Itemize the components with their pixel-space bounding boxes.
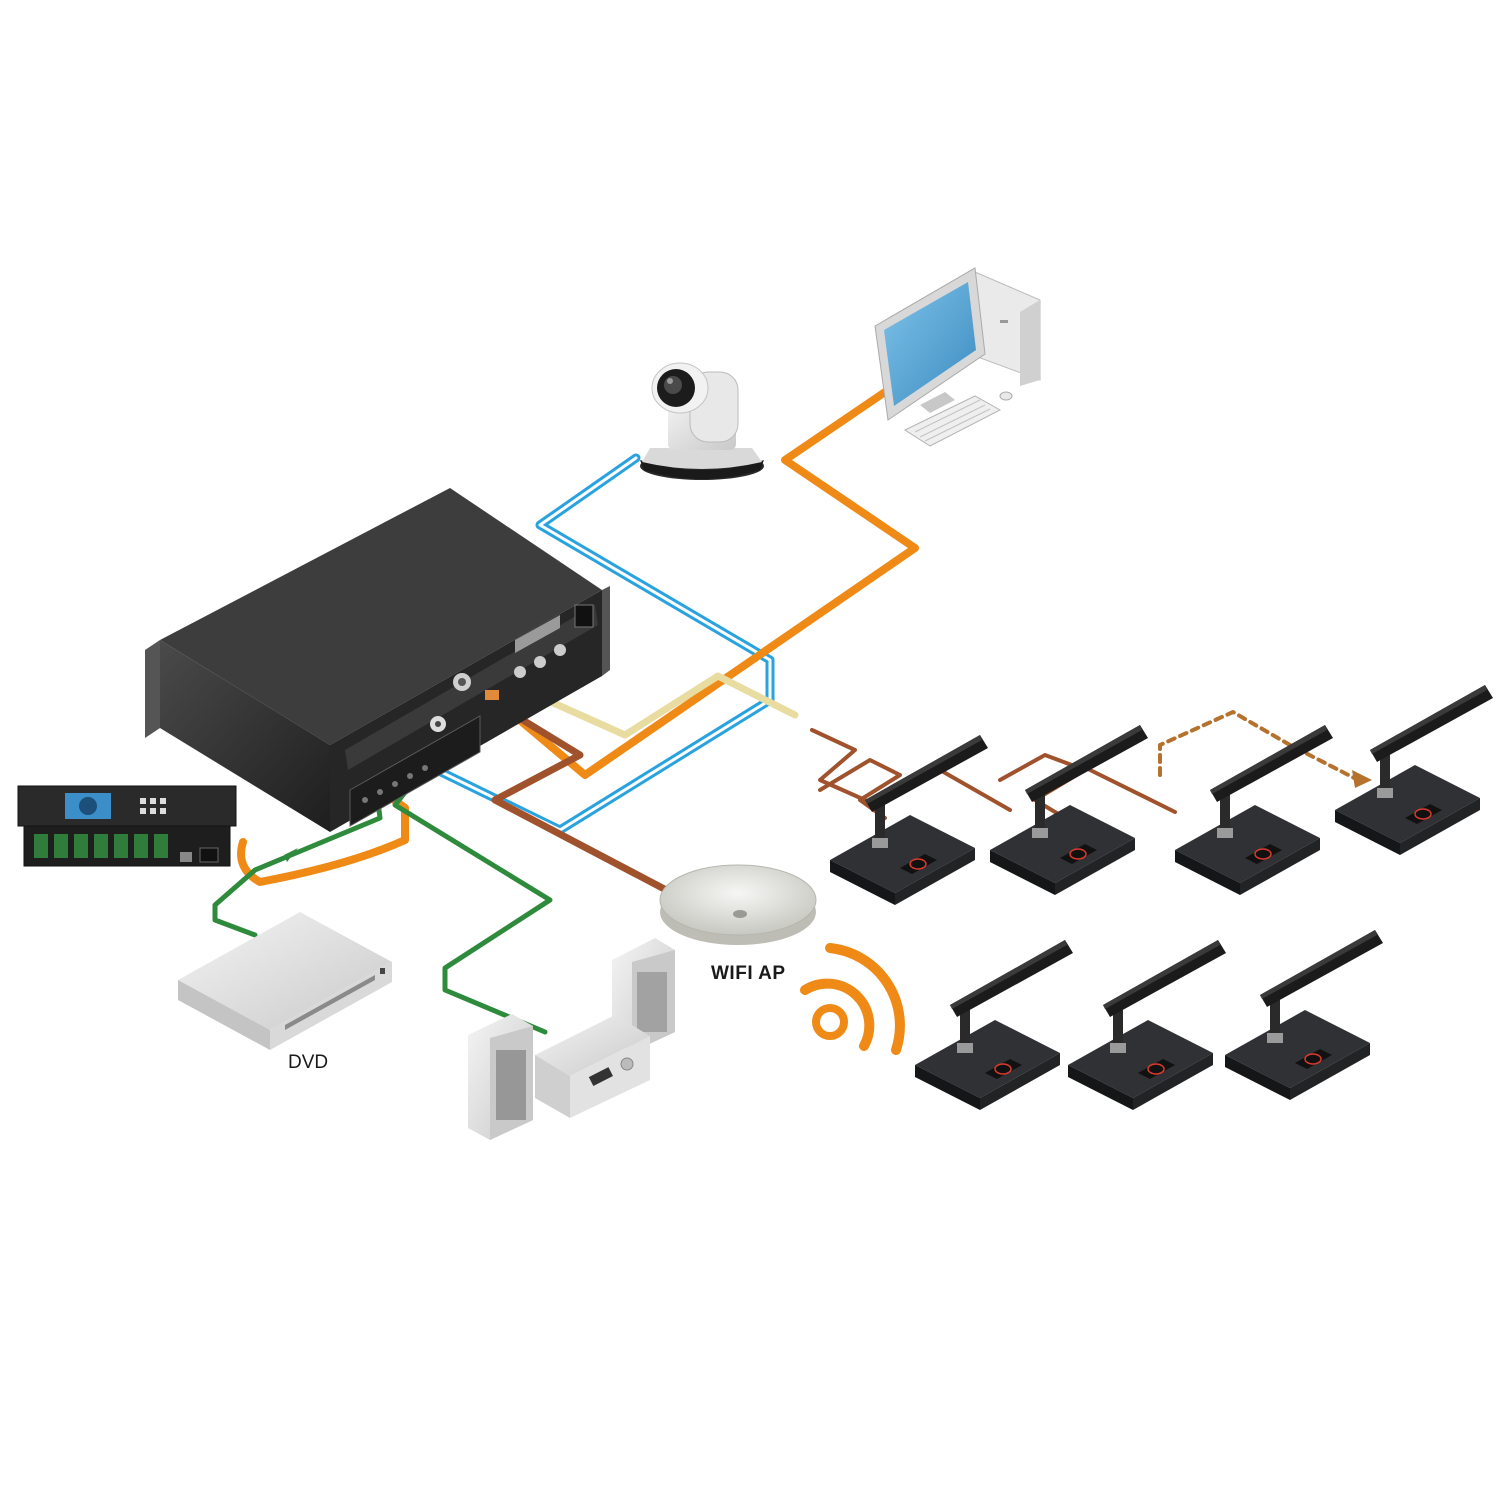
orange-cable-computer bbox=[486, 388, 919, 779]
delegate-unit-icon bbox=[1068, 940, 1226, 1110]
cables bbox=[212, 388, 1372, 1035]
green-cable-dvd bbox=[212, 775, 383, 938]
delegate-unit-icon bbox=[990, 725, 1148, 895]
delegate-unit-icon bbox=[915, 940, 1073, 1110]
delegate-unit-icon bbox=[830, 735, 988, 905]
brown-cable-wifi bbox=[491, 699, 674, 896]
delegate-unit-icon bbox=[1225, 930, 1383, 1100]
orange-cable-matrix bbox=[237, 778, 409, 886]
dvd-label: DVD bbox=[288, 1052, 329, 1073]
delegate-unit-icon bbox=[1175, 725, 1333, 895]
dvd-player-icon bbox=[178, 912, 392, 1050]
dotted-link bbox=[1158, 710, 1364, 784]
dotted-link-arrow bbox=[1352, 770, 1372, 788]
host-unit-icon bbox=[145, 488, 610, 832]
computer-icon bbox=[874, 267, 1041, 447]
delegate-unit-icon bbox=[1335, 685, 1493, 855]
wifi-ap-label: WIFI AP bbox=[711, 963, 786, 984]
delegate-units bbox=[830, 685, 1493, 1110]
yellow-cable-delegates bbox=[516, 672, 799, 739]
wifi-signal-icon bbox=[800, 943, 905, 1055]
matrix-controller-icon bbox=[17, 785, 237, 867]
speaker-amplifier-icon bbox=[468, 938, 675, 1140]
ptz-camera-icon bbox=[640, 362, 764, 480]
wifi-ap-icon bbox=[659, 864, 817, 945]
